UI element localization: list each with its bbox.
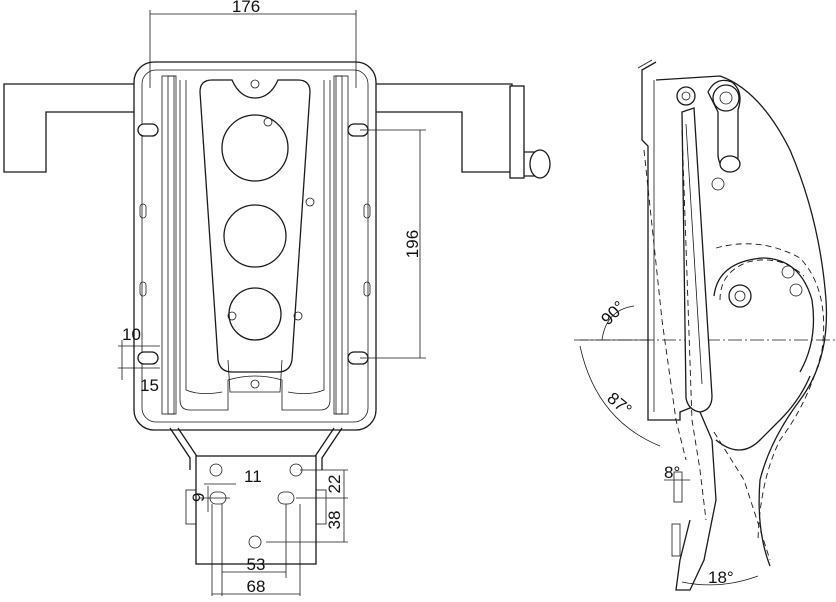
front-view: 176 196 10 15 11 9 22 38 53 bbox=[3, 0, 551, 596]
arc-90 bbox=[601, 305, 635, 341]
hole-top bbox=[221, 114, 289, 182]
right-lever-arm bbox=[371, 83, 513, 173]
dim-176-text: 176 bbox=[232, 0, 260, 16]
handle-shaft bbox=[509, 85, 525, 179]
side-lever-center bbox=[685, 123, 703, 385]
side-pivot-small bbox=[676, 86, 696, 106]
angle-8-text: 8° bbox=[664, 463, 680, 482]
right-rail-inner bbox=[335, 75, 343, 415]
slot-top-left bbox=[137, 123, 159, 137]
side-lower-tab-2 bbox=[671, 523, 681, 557]
ext-arm-left bbox=[169, 427, 191, 470]
side-hole-1 bbox=[781, 265, 795, 279]
side-slot-r1 bbox=[363, 203, 371, 219]
left-lever-arm bbox=[3, 83, 139, 173]
arc-18 bbox=[681, 575, 759, 586]
side-housing-curve bbox=[655, 75, 828, 567]
small-hole-bottom bbox=[250, 379, 260, 389]
side-cam-tip bbox=[719, 155, 741, 173]
hole-middle bbox=[223, 204, 287, 268]
side-dashed-plate bbox=[643, 149, 687, 461]
side-dashed-lever bbox=[681, 129, 707, 521]
ext-arm-left-inner bbox=[177, 427, 199, 459]
dim-11-text: 11 bbox=[244, 467, 262, 486]
ext-arm-right bbox=[321, 427, 343, 470]
dim-196-text: 196 bbox=[403, 230, 422, 258]
dim-15-text: 15 bbox=[140, 376, 159, 395]
arc-87 bbox=[579, 345, 661, 447]
dim-38-text: 38 bbox=[325, 511, 344, 530]
ext-tab-right bbox=[315, 489, 327, 525]
inner-bracket bbox=[179, 80, 331, 411]
side-pivot-mid bbox=[728, 284, 752, 308]
angle-87-text: 87° bbox=[603, 389, 635, 420]
side-lower-tab-1 bbox=[673, 471, 683, 503]
rivet-3 bbox=[293, 311, 303, 321]
ext-tab-left bbox=[185, 489, 197, 525]
dim-53-text: 53 bbox=[247, 555, 266, 574]
dim-10-text: 10 bbox=[122, 325, 141, 344]
side-slot-l1 bbox=[139, 203, 147, 219]
side-plate-top-lip bbox=[637, 59, 653, 69]
side-dashed-lobe bbox=[719, 259, 805, 301]
dim-9-text: 9 bbox=[189, 493, 208, 502]
handle-knob bbox=[529, 149, 551, 179]
plate-bottom-tab bbox=[227, 359, 283, 393]
side-slot-r2 bbox=[363, 281, 371, 297]
ext-hole-1 bbox=[209, 463, 223, 477]
inner-bracket-curve-right bbox=[287, 80, 325, 394]
small-hole-top bbox=[250, 79, 260, 89]
ext-arm-right-inner bbox=[313, 427, 335, 459]
left-rail-inner bbox=[167, 75, 175, 415]
dim-22-text: 22 bbox=[325, 475, 344, 494]
side-slot-l2 bbox=[139, 281, 147, 297]
main-plate-inner-edge bbox=[141, 69, 369, 423]
side-pivot-small-inner bbox=[681, 91, 691, 101]
slot-bottom-left bbox=[137, 351, 159, 365]
angle-90-text: 90° bbox=[597, 297, 629, 329]
side-base-plate bbox=[641, 61, 701, 421]
side-dashed-housing bbox=[715, 243, 825, 541]
rivet-1 bbox=[263, 117, 273, 127]
side-lower-arm-curve bbox=[715, 375, 811, 451]
side-hole-2 bbox=[789, 283, 803, 297]
hole-bottom bbox=[228, 287, 282, 341]
rivet-4 bbox=[227, 311, 237, 321]
rivet-2 bbox=[305, 197, 315, 207]
side-screw bbox=[711, 177, 725, 191]
side-view: 90° 87° 8° 18° bbox=[574, 59, 836, 591]
extension-plate bbox=[195, 455, 317, 565]
side-cam-knob bbox=[712, 84, 740, 112]
side-cam-lobe bbox=[713, 257, 815, 373]
dim-68-text: 68 bbox=[247, 577, 266, 596]
side-lower-arm bbox=[675, 411, 717, 591]
ext-hole-3 bbox=[248, 535, 262, 549]
side-cam-knob-inner bbox=[719, 91, 733, 105]
side-dashed-arm bbox=[713, 431, 771, 561]
side-pivot-mid-inner bbox=[734, 290, 746, 302]
angle-18-text: 18° bbox=[708, 568, 734, 587]
inner-bracket-curve-left bbox=[185, 80, 223, 394]
